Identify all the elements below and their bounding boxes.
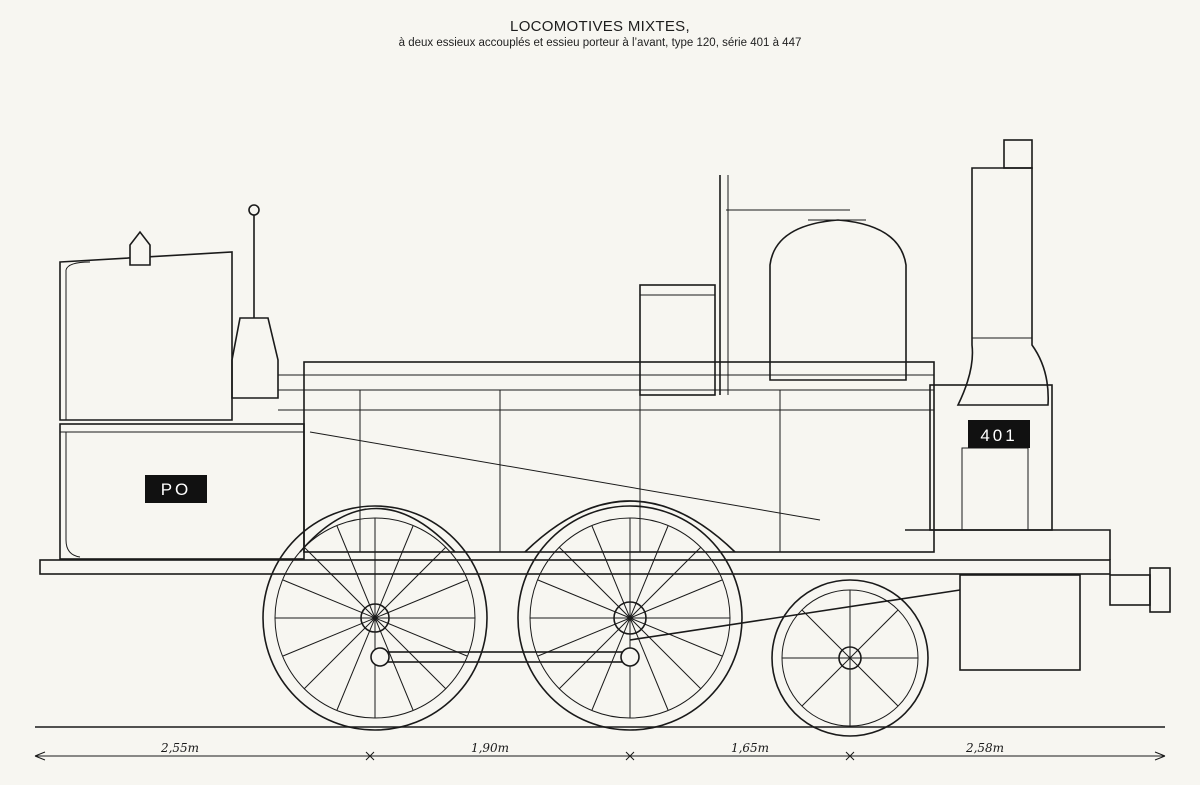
dimension-label-1: 2,55m — [160, 741, 199, 755]
chimney — [956, 139, 1049, 406]
smokebox — [929, 384, 1053, 531]
boiler — [278, 361, 935, 553]
dimension-label-2: 1,90m — [471, 741, 509, 755]
buffer — [1109, 567, 1171, 613]
dimension-label-3: 1,65m — [731, 741, 769, 755]
safety-valve — [231, 204, 279, 399]
dimension-line — [34, 751, 1166, 761]
cab — [59, 230, 233, 421]
running-board — [39, 529, 1111, 671]
drawing-title: LOCOMOTIVES MIXTES, — [510, 18, 690, 35]
connecting-rod — [629, 589, 961, 641]
splasher-rear — [299, 507, 456, 553]
dimension-label-4: 2,58m — [965, 741, 1004, 755]
valve-rod — [309, 431, 821, 521]
wheel-front — [771, 579, 929, 737]
splasher-middle — [524, 500, 736, 553]
plate-401: 401 — [968, 420, 1030, 448]
plate-po: PO — [145, 475, 207, 503]
steam-dome — [726, 209, 907, 381]
wheel-middle — [517, 505, 743, 731]
drawing-subtitle: à deux essieux accouplés et essieu porte… — [398, 37, 802, 49]
plate-401-text: 401 — [980, 426, 1017, 445]
coupling-rod — [370, 647, 640, 667]
plate-po-text: PO — [161, 480, 192, 499]
sand-dome — [639, 284, 716, 396]
wheel-rear — [262, 505, 488, 731]
